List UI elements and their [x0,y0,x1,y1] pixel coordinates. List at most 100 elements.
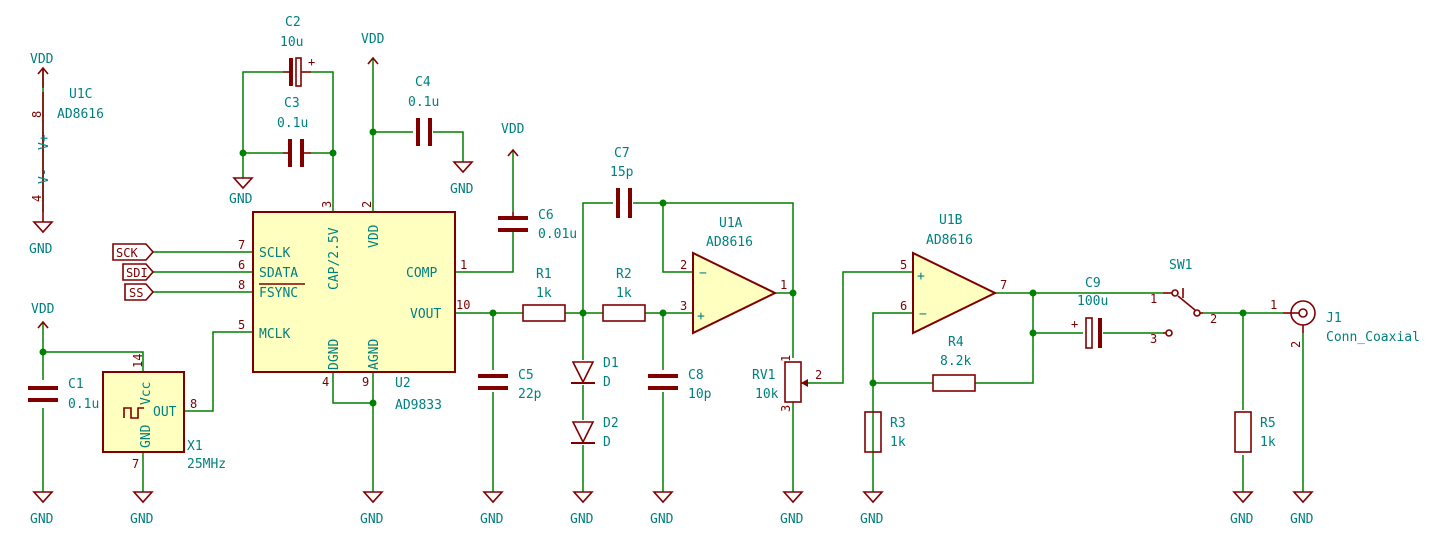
u1a-body [692,251,778,335]
r4-value: 8.2k [940,354,971,369]
gnd-symbol: GND [29,221,54,257]
u1c-ref: U1C [69,87,92,102]
svg-text:CAP/2.5V: CAP/2.5V [327,227,342,290]
vdd-label: VDD [31,302,55,317]
svg-text:SCLK: SCLK [259,246,290,261]
svg-text:+: + [308,55,315,69]
gnd-symbol: GND [1230,491,1254,527]
vdd-label: VDD [30,52,54,67]
svg-text:3: 3 [1150,332,1157,346]
r5-ref: R5 [1260,416,1276,431]
svg-text:DGND: DGND [327,339,342,370]
global-labels: SCK SDI SS [112,243,155,301]
svg-text:2: 2 [680,258,687,272]
c7-value: 15p [610,165,634,180]
c7-capacitor: C7 15p [610,146,634,218]
c2-capacitor: + C2 10u [280,15,315,87]
svg-text:8: 8 [238,278,245,292]
c5-value: 22p [518,387,542,402]
j1-coax-connector: 1 2 J1 Conn_Coaxial [1270,298,1420,348]
svg-text:GND: GND [139,424,154,448]
u2-value: AD9833 [395,398,442,413]
ss-label: SS [129,286,143,300]
c6-capacitor: C6 0.01u [498,208,577,242]
svg-text:3: 3 [680,299,687,313]
svg-text:1: 1 [1270,298,1277,312]
svg-text:−: − [919,307,927,322]
svg-text:COMP: COMP [406,266,437,281]
c5-ref: C5 [518,368,534,383]
rv1-value: 10k [755,387,779,402]
svg-text:4: 4 [30,195,44,202]
svg-text:GND: GND [1230,512,1254,527]
svg-text:9: 9 [362,375,369,389]
c9-capacitor: + C9 100u [1071,276,1108,349]
r3-ref: R3 [890,416,906,431]
svg-text:GND: GND [480,512,504,527]
sck-label-box [112,243,155,261]
svg-text:6: 6 [238,258,245,272]
sdi-label-box [122,263,155,281]
vdd-symbol: VDD [31,302,55,329]
sw1-switch: 1 2 3 SW1 [1150,258,1217,346]
r2-resistor: R2 1k [602,267,646,322]
u1b-body [912,251,998,335]
vdd-symbol: VDD [501,122,525,157]
x1-body [102,371,185,453]
r5-value: 1k [1260,435,1276,450]
svg-text:−: − [699,266,707,281]
r2-value: 1k [616,286,632,301]
c6-value: 0.01u [538,227,577,242]
svg-text:14: 14 [131,354,145,368]
svg-text:7: 7 [1000,278,1007,292]
svg-text:AGND: AGND [367,339,382,370]
u1a-ref: U1A [719,216,743,231]
c3-capacitor: C3 0.1u [277,96,311,167]
svg-text:GND: GND [650,512,674,527]
r3-value: 1k [890,435,906,450]
svg-text:MCLK: MCLK [259,327,290,342]
d2-ref: D2 [603,416,619,431]
c4-ref: C4 [415,75,431,90]
svg-text:GND: GND [360,512,384,527]
r2-ref: R2 [616,267,632,282]
svg-text:GND: GND [30,512,54,527]
svg-text:V-: V- [37,168,52,184]
d2-value: D [603,435,611,450]
u1b-value: AD8616 [926,233,973,248]
gnd-symbol: GND [650,491,674,527]
u1c-power-unit: 8 4 V+ V- U1C AD8616 [30,87,104,212]
c4-value: 0.1u [408,95,439,110]
d1-diode: D1 D [571,356,619,390]
c8-capacitor: C8 10p [648,368,712,402]
r1-value: 1k [536,286,552,301]
sck-label: SCK [116,246,138,260]
svg-text:3: 3 [779,405,793,412]
c3-ref: C3 [284,96,300,111]
c6-ref: C6 [538,208,554,223]
svg-text:VDD: VDD [367,224,382,248]
c8-value: 10p [688,387,712,402]
r1-ref: R1 [536,267,552,282]
u2-ref: U2 [395,376,411,391]
c7-ref: C7 [614,146,630,161]
ss-label-box [124,283,155,301]
svg-text:1: 1 [460,258,467,272]
svg-text:3: 3 [320,201,334,208]
vdd-symbols: VDD VDD VDD VDD [30,32,525,329]
svg-text:+: + [917,269,925,284]
vdd-symbol: VDD [361,32,385,65]
r1-resistor: R1 1k [522,267,566,322]
c5-capacitor: C5 22p [478,368,542,402]
sw1-ref: SW1 [1169,258,1192,273]
vdd-label: VDD [361,32,385,47]
svg-text:6: 6 [900,299,907,313]
gnd-symbol: GND [1290,491,1314,527]
svg-text:1: 1 [780,278,787,292]
svg-text:GND: GND [860,512,884,527]
svg-text:7: 7 [132,457,139,471]
u1b-opamp: + − 5 6 7 U1B AD8616 [900,213,1007,335]
square-wave-icon [123,407,144,419]
rv1-ref: RV1 [752,368,775,383]
svg-text:+: + [1071,317,1078,331]
